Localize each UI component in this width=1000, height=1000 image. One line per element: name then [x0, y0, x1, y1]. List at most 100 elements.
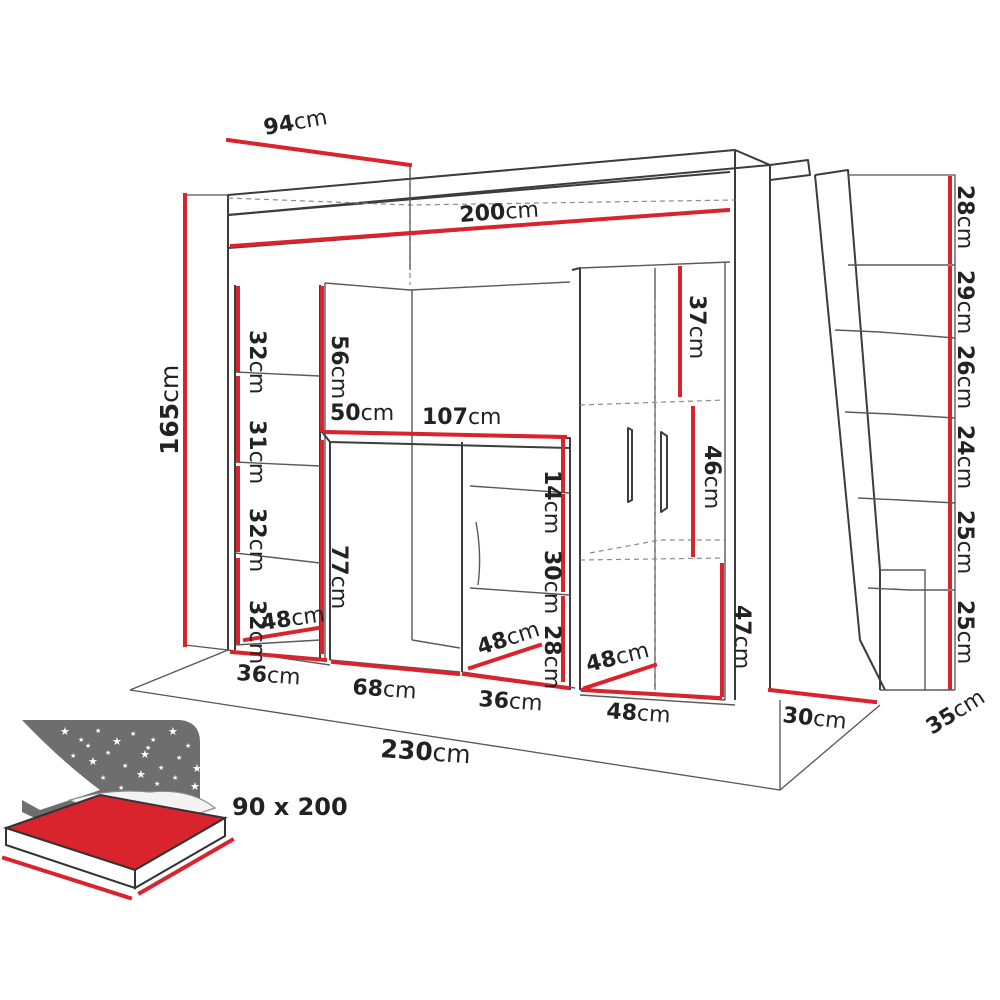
- dim-48b: [467, 642, 543, 671]
- dim-label-s25b: 25cm: [952, 600, 977, 664]
- dim-36a: [229, 649, 328, 663]
- dim-label-height: 165cm: [155, 365, 184, 455]
- dim-label-sh4: 32cm: [244, 600, 269, 664]
- dim-value: 26: [952, 345, 977, 376]
- dim-value: 37: [684, 295, 709, 326]
- dim-value: 56: [326, 335, 351, 366]
- star-icon: ★: [105, 749, 111, 757]
- dim-unit: cm: [361, 401, 395, 426]
- star-icon: ★: [190, 780, 200, 793]
- dim-value: 31: [244, 420, 269, 451]
- dim-value: 32: [244, 600, 269, 631]
- dim-unit: cm: [432, 738, 472, 770]
- dim-unit: cm: [539, 656, 564, 690]
- dim-unit: cm: [729, 636, 754, 670]
- star-icon: ★: [150, 736, 156, 744]
- dim-unit: cm: [244, 361, 269, 395]
- dim-value: 30: [781, 703, 814, 731]
- dim-value: 48: [259, 607, 293, 636]
- dim-unit: cm: [266, 663, 301, 690]
- star-icon: ★: [145, 744, 151, 752]
- dim-value: 32: [244, 508, 269, 539]
- dim-label-d14: 14cm: [539, 470, 564, 534]
- dim-label-col77: 77cm: [326, 545, 351, 609]
- dim-label-desk107: 107cm: [422, 405, 501, 430]
- dim-value: 24: [952, 425, 977, 456]
- dim-unit: cm: [952, 541, 977, 575]
- dim-value: 46: [699, 445, 724, 476]
- star-icon: ★: [192, 762, 202, 775]
- star-icon: ★: [95, 727, 101, 735]
- dim-unit: cm: [684, 326, 709, 360]
- star-icon: ★: [130, 730, 136, 738]
- dim-label-d48a: 48cm: [259, 602, 326, 636]
- dim-unit: cm: [244, 451, 269, 485]
- dim-unit: cm: [508, 689, 543, 716]
- dim-value: 77: [326, 545, 351, 576]
- floor-projection: [129, 649, 881, 791]
- dim-unit: cm: [636, 701, 671, 728]
- star-icon: ★: [60, 725, 70, 738]
- dim-36b: [461, 671, 571, 691]
- dim-unit: cm: [326, 366, 351, 400]
- dim-unit: cm: [244, 631, 269, 665]
- dim-label-s24: 24cm: [952, 425, 977, 489]
- dim-value: 230: [380, 734, 434, 767]
- dim-unit: cm: [952, 216, 977, 250]
- star-icon: ★: [168, 725, 178, 738]
- dim-unit: cm: [292, 105, 329, 135]
- dim-68: [330, 659, 461, 677]
- dim-value: 28: [952, 185, 977, 216]
- star-icon: ★: [78, 736, 84, 744]
- moon-icon: [22, 720, 100, 810]
- dim-unit: cm: [952, 631, 977, 665]
- dim-value: 36: [236, 661, 268, 688]
- dim-value: 25: [952, 600, 977, 631]
- dim-label-sh2: 31cm: [244, 420, 269, 484]
- dim-label-w46: 46cm: [699, 445, 724, 509]
- star-icon: ★: [112, 735, 122, 748]
- dim-48d: [580, 687, 723, 701]
- dim-unit: cm: [952, 456, 977, 490]
- dim-unit: cm: [468, 405, 502, 430]
- dim-value: 107: [422, 405, 468, 430]
- dim-value: 25: [952, 510, 977, 541]
- dim-label-d30: 30cm: [539, 550, 564, 614]
- mattress-size-label: 90 x 200: [232, 793, 348, 821]
- dim-label-d35: 35cm: [922, 685, 990, 740]
- dim-unit: cm: [290, 602, 327, 631]
- dim-label-s29: 29cm: [952, 270, 977, 334]
- dim-label-bed_length: 200cm: [459, 198, 540, 228]
- star-icon: ★: [100, 774, 106, 782]
- star-icon: ★: [118, 784, 124, 792]
- dim-label-d36b: 36cm: [478, 687, 544, 716]
- dim-unit: cm: [155, 365, 184, 403]
- star-icon: ★: [70, 752, 76, 760]
- star-icon: ★: [185, 742, 191, 750]
- dim-label-s25a: 25cm: [952, 510, 977, 574]
- dim-label-depth_top: 94cm: [262, 105, 330, 141]
- dim-label-d48d: 48cm: [606, 699, 672, 728]
- stars-icon: ★★★★★★★★★★★★★★★★★★★★★★★★: [60, 725, 202, 793]
- star-icon: ★: [122, 762, 128, 770]
- dim-label-s26: 26cm: [952, 345, 977, 409]
- dimension-lines: [183, 137, 952, 705]
- dim-value: 32: [244, 330, 269, 361]
- dim-value: 29: [952, 270, 977, 301]
- star-icon: ★: [158, 764, 164, 772]
- dim-value: 47: [729, 605, 754, 636]
- dim-value: 165: [155, 403, 184, 455]
- dim-unit: cm: [539, 581, 564, 615]
- dim-value: 30: [539, 550, 564, 581]
- dim-value: 14: [539, 470, 564, 501]
- dim-unit: cm: [952, 301, 977, 335]
- dim-value: 48: [606, 699, 638, 726]
- dim-unit: cm: [505, 198, 540, 225]
- dim-value: 94: [262, 111, 297, 141]
- dim-label-d36a: 36cm: [236, 661, 302, 690]
- star-icon: ★: [154, 780, 160, 788]
- star-icon: ★: [85, 742, 91, 750]
- star-icon: ★: [136, 768, 146, 781]
- dim-unit: cm: [382, 677, 417, 704]
